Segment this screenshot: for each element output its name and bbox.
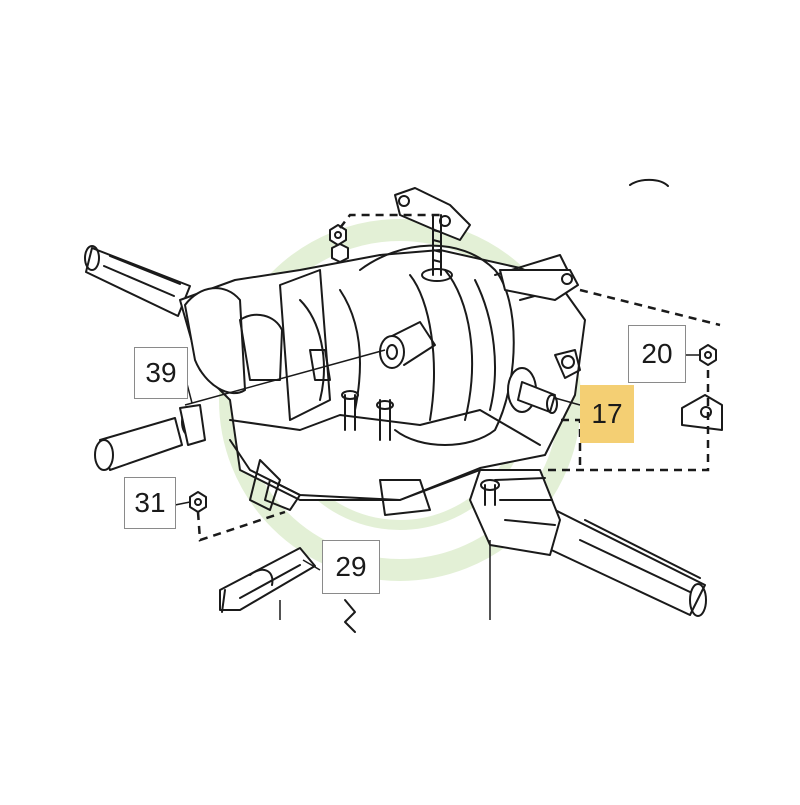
mounting-plate [681, 394, 723, 431]
input-shaft [507, 349, 581, 414]
callout-20: 20 [628, 325, 686, 383]
callout-31: 31 [124, 477, 176, 529]
left-axle-shaft [84, 245, 191, 317]
callout-17-highlighted: 17 [580, 385, 634, 443]
callout-label: 20 [641, 338, 673, 369]
callout-label: 17 [591, 398, 623, 429]
callout-label: 31 [134, 487, 166, 518]
callout-label: 29 [335, 551, 367, 582]
pin-sleeve [94, 404, 206, 471]
callout-39: 39 [134, 347, 188, 399]
hex-nuts [189, 224, 717, 513]
transaxle-housing [179, 244, 586, 556]
callout-label: 39 [145, 357, 177, 388]
callout-29: 29 [322, 540, 380, 594]
right-bracket [499, 178, 669, 301]
leader-lines [174, 349, 700, 620]
retaining-clip [219, 547, 356, 633]
coupling [379, 321, 436, 369]
